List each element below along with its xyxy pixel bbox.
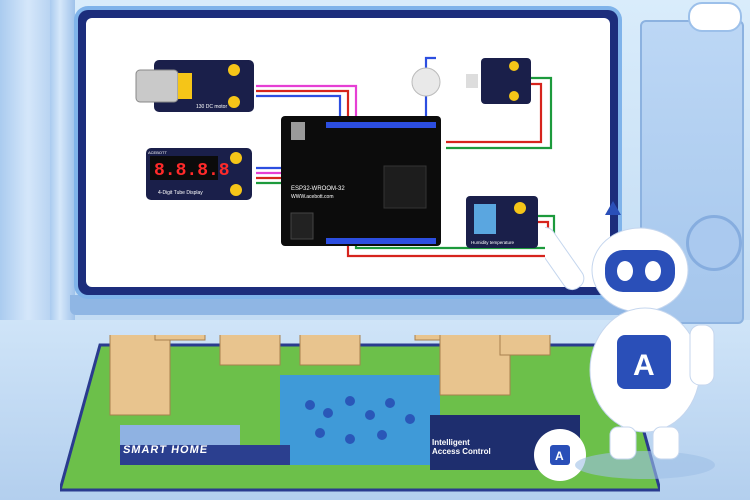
display-brand: ACEBOTT <box>148 150 167 155</box>
access-control-label: Intelligent Access Control <box>432 438 491 456</box>
chat-bubble-icon <box>688 2 742 32</box>
motor-label: 130 DC motor <box>196 104 227 110</box>
buzzer-disc <box>411 67 441 97</box>
house-far-right <box>499 335 551 356</box>
humidity-module: Humidity temperature <box>466 196 538 248</box>
access-line-1: Intelligent <box>432 438 470 447</box>
robot-visor <box>605 250 675 292</box>
dht-sensor <box>474 204 496 234</box>
robot-arm-left <box>545 226 585 291</box>
wooden-houses <box>109 335 551 416</box>
circuit-diagram-svg: 130 DC motor 8.8.8.8 4-Digit Tube Displa… <box>135 56 556 258</box>
motor-module: 130 DC motor <box>135 60 254 112</box>
wire-top-blue <box>424 56 436 138</box>
esp32-controller: ESP32-WROOM-32 WWW.acebott.com <box>281 116 441 246</box>
usb-port <box>291 122 305 140</box>
house-center-left <box>219 335 281 366</box>
robot-arm-right <box>689 324 715 386</box>
robot-antenna-left <box>605 201 621 215</box>
robot-mascot: A <box>545 201 715 479</box>
display-digits: 8.8.8.8 <box>154 161 230 181</box>
board-stand <box>70 295 630 315</box>
sensor-top-module <box>411 58 531 104</box>
mat-pebbles <box>305 396 415 444</box>
controller-site: WWW.acebott.com <box>291 194 334 200</box>
wall-disc <box>686 215 742 271</box>
house-left <box>109 335 171 416</box>
smart-home-label: SMART HOME <box>122 444 210 456</box>
power-jack <box>290 212 314 240</box>
display-label: 4-Digit Tube Display <box>158 190 203 196</box>
house-right <box>439 335 511 396</box>
mat-robot-badge: A <box>555 449 564 463</box>
controller-name: ESP32-WROOM-32 <box>291 186 345 192</box>
smart-home-mat: A <box>60 335 660 492</box>
robot-badge-letter: A <box>633 349 655 382</box>
display-module: 8.8.8.8 4-Digit Tube Display ACEBOTT <box>146 148 252 200</box>
circuit-board-screen: 130 DC motor 8.8.8.8 4-Digit Tube Displa… <box>78 10 618 295</box>
sensor-label: Humidity temperature <box>471 240 515 245</box>
left-pillar-inner <box>50 0 75 330</box>
esp32-chip <box>383 165 427 209</box>
motor-cap <box>178 73 192 99</box>
robot-chest-badge <box>617 335 671 389</box>
circuit-diagram: 130 DC motor 8.8.8.8 4-Digit Tube Displa… <box>86 18 610 287</box>
access-line-2: Access Control <box>432 447 491 456</box>
mat-water <box>280 375 440 465</box>
wire-sensor-green <box>446 76 553 150</box>
wire-sensor-red <box>446 82 543 144</box>
house-center <box>299 335 361 366</box>
motor-body <box>135 69 179 103</box>
house-left-back <box>154 335 206 341</box>
